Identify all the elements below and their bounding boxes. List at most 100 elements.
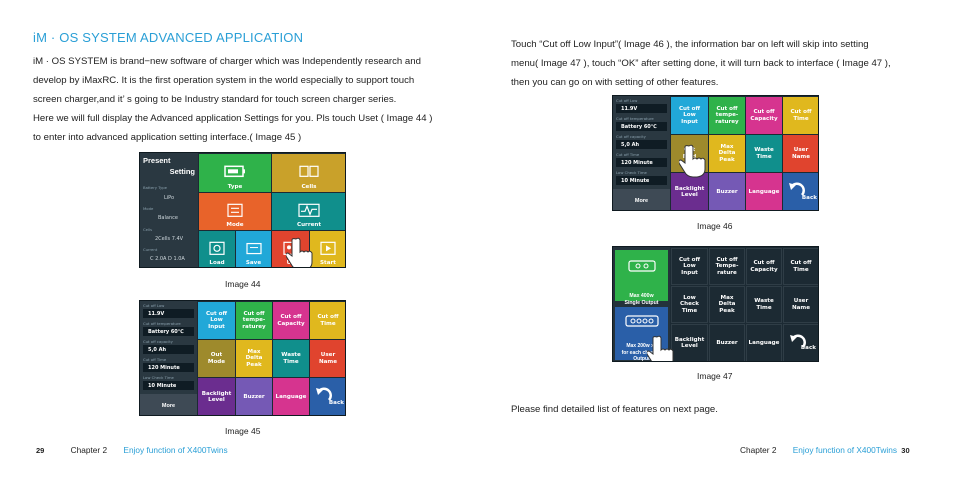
out-mode-tile[interactable]: Out Mode: [198, 340, 235, 377]
max-delta-peak-tile[interactable]: Max Delta Peak: [236, 340, 272, 377]
language-tile[interactable]: Language: [746, 173, 782, 210]
single-channel-icon: [628, 260, 656, 272]
field-label: Cut off Low: [143, 303, 165, 308]
cutoff-time-tile[interactable]: Cut off Time: [783, 248, 818, 285]
hand-pointer-icon: [647, 335, 674, 361]
field-label: Cells: [143, 227, 153, 232]
field-value: 10 Minute: [148, 383, 177, 389]
cutoff-temperature-tile[interactable]: Cut off Tempe- rature: [709, 248, 745, 285]
closing-line: Please find detailed list of features on…: [511, 404, 718, 415]
back-arrow-icon: [789, 182, 805, 196]
field-label: Current: [143, 247, 158, 252]
field-value: LiPo: [164, 195, 175, 201]
field-value: 120 Minute: [148, 365, 180, 371]
more-button[interactable]: More: [140, 394, 197, 415]
waste-time-tile[interactable]: Waste Time: [273, 340, 309, 377]
field-label: Cut off Low: [616, 98, 638, 103]
more-button[interactable]: More: [613, 189, 670, 210]
chapter-title: Enjoy function of X400Twins: [792, 445, 897, 455]
text-line: develop by iMaxRC. It is the first opera…: [33, 75, 415, 86]
buzzer-tile[interactable]: Buzzer: [709, 324, 745, 361]
save-tile[interactable]: Save: [236, 231, 271, 267]
text-line: then you can go on with setting of other…: [511, 77, 719, 88]
mode-tile[interactable]: Mode: [199, 193, 271, 230]
max-delta-peak-tile[interactable]: Max Delta Peak: [709, 135, 745, 172]
load-tile[interactable]: Load: [199, 231, 235, 267]
present-label: Present: [143, 156, 171, 165]
field-value: 5,0 Ah: [148, 347, 167, 353]
field-label: Cut off capacity: [143, 339, 173, 344]
battery-icon: [224, 165, 245, 178]
backlight-level-tile[interactable]: Backlight Level: [198, 378, 235, 415]
backlight-level-tile[interactable]: Backlight Level: [671, 173, 708, 210]
cutoff-low-input-tile[interactable]: Cut off Low Input: [671, 97, 708, 134]
image45-screen: Cut off Low 11.9V Cut off temperature Ba…: [139, 300, 346, 416]
language-tile[interactable]: Language: [273, 378, 309, 415]
field-value: 120 Minute: [621, 160, 653, 166]
chapter-label: Chapter 2: [70, 445, 108, 455]
image47-caption: Image 47: [697, 371, 733, 381]
dual-channel-icon: [625, 315, 659, 327]
cells-tile[interactable]: Cells: [272, 154, 345, 192]
single-output-option[interactable]: Max 400w Single Output: [615, 250, 668, 306]
cells-icon: [299, 165, 319, 177]
field-value: C 2.0A D 1.0A: [150, 256, 185, 262]
page-number: 29: [36, 446, 45, 455]
low-check-time-tile[interactable]: Low Check Time: [671, 286, 708, 323]
cutoff-low-input-tile[interactable]: Cut off Low Input: [671, 248, 708, 285]
user-name-tile[interactable]: User Name: [783, 135, 818, 172]
buzzer-tile[interactable]: Buzzer: [236, 378, 272, 415]
info-panel: Cut off Low 11.9V Cut off temperature Ba…: [613, 96, 670, 210]
cutoff-temperature-tile[interactable]: Cut off tempe- raturey: [236, 302, 272, 339]
cutoff-capacity-tile[interactable]: Cut off Capacity: [746, 97, 782, 134]
backlight-level-tile[interactable]: Backlight Level: [671, 324, 708, 361]
field-label: Cut off Time: [616, 152, 640, 157]
instruction-paragraph: Touch “Cut off Low Input”( Image 46 ), t…: [511, 35, 931, 92]
field-value: 11.9V: [621, 106, 638, 112]
back-tile[interactable]: Back: [783, 173, 818, 210]
buzzer-tile[interactable]: Buzzer: [709, 173, 745, 210]
start-tile[interactable]: Start: [310, 231, 345, 267]
field-label: Low Check Time: [143, 375, 174, 380]
back-tile[interactable]: Back: [310, 378, 345, 415]
text-line: menu( Image 47 ), touch “OK” after setti…: [511, 58, 891, 69]
field-label: Low Check Time: [616, 170, 647, 175]
text-line: Touch “Cut off Low Input”( Image 46 ), t…: [511, 39, 869, 50]
waste-time-tile[interactable]: Waste Time: [746, 135, 782, 172]
current-tile[interactable]: Current: [272, 193, 345, 230]
language-tile[interactable]: Language: [746, 324, 782, 361]
cutoff-capacity-tile[interactable]: Cut off Capacity: [746, 248, 782, 285]
cutoff-capacity-tile[interactable]: Cut off Capacity: [273, 302, 309, 339]
back-tile[interactable]: Back: [783, 324, 818, 361]
image44-screen: Present Setting Battery Type LiPo Mode B…: [139, 152, 346, 268]
back-arrow-icon: [316, 387, 332, 401]
cutoff-time-tile[interactable]: Cut off Time: [783, 97, 818, 134]
load-icon: [209, 241, 225, 255]
type-tile[interactable]: Type: [199, 154, 271, 192]
cutoff-temperature-tile[interactable]: Cut off tempe- raturey: [709, 97, 745, 134]
waste-time-tile[interactable]: Waste Time: [746, 286, 782, 323]
field-label: Mode: [143, 206, 154, 211]
section-heading: iM · OS SYSTEM ADVANCED APPLICATION: [33, 30, 304, 45]
text-line: Here we will full display the Advanced a…: [33, 113, 433, 124]
cutoff-time-tile[interactable]: Cut off Time: [310, 302, 345, 339]
chapter-title: Enjoy function of X400Twins: [123, 445, 228, 455]
setting-label: Setting: [169, 167, 195, 176]
user-name-tile[interactable]: User Name: [310, 340, 345, 377]
field-label: Cut off temperature: [616, 116, 654, 121]
page-number: 30: [901, 446, 910, 455]
hand-pointer-icon: [679, 144, 706, 178]
cutoff-low-input-tile[interactable]: Cut off Low Input: [198, 302, 235, 339]
text-line: to enter into advanced application setti…: [33, 132, 302, 143]
field-label: Cut off capacity: [616, 134, 646, 139]
text-line: screen charger,and it’ s going to be Ind…: [33, 94, 397, 105]
field-value: Balance: [158, 215, 178, 221]
right-footer: Chapter 2 Enjoy function of X400Twins 30: [740, 445, 910, 455]
user-name-tile[interactable]: User Name: [783, 286, 818, 323]
field-label: Cut off Time: [143, 357, 167, 362]
image46-caption: Image 46: [697, 221, 733, 231]
max-delta-peak-tile[interactable]: Max Delta Peak: [709, 286, 745, 323]
field-label: Battery Type: [143, 185, 167, 190]
chapter-label: Chapter 2: [740, 445, 777, 455]
field-value: 10 Minute: [621, 178, 650, 184]
